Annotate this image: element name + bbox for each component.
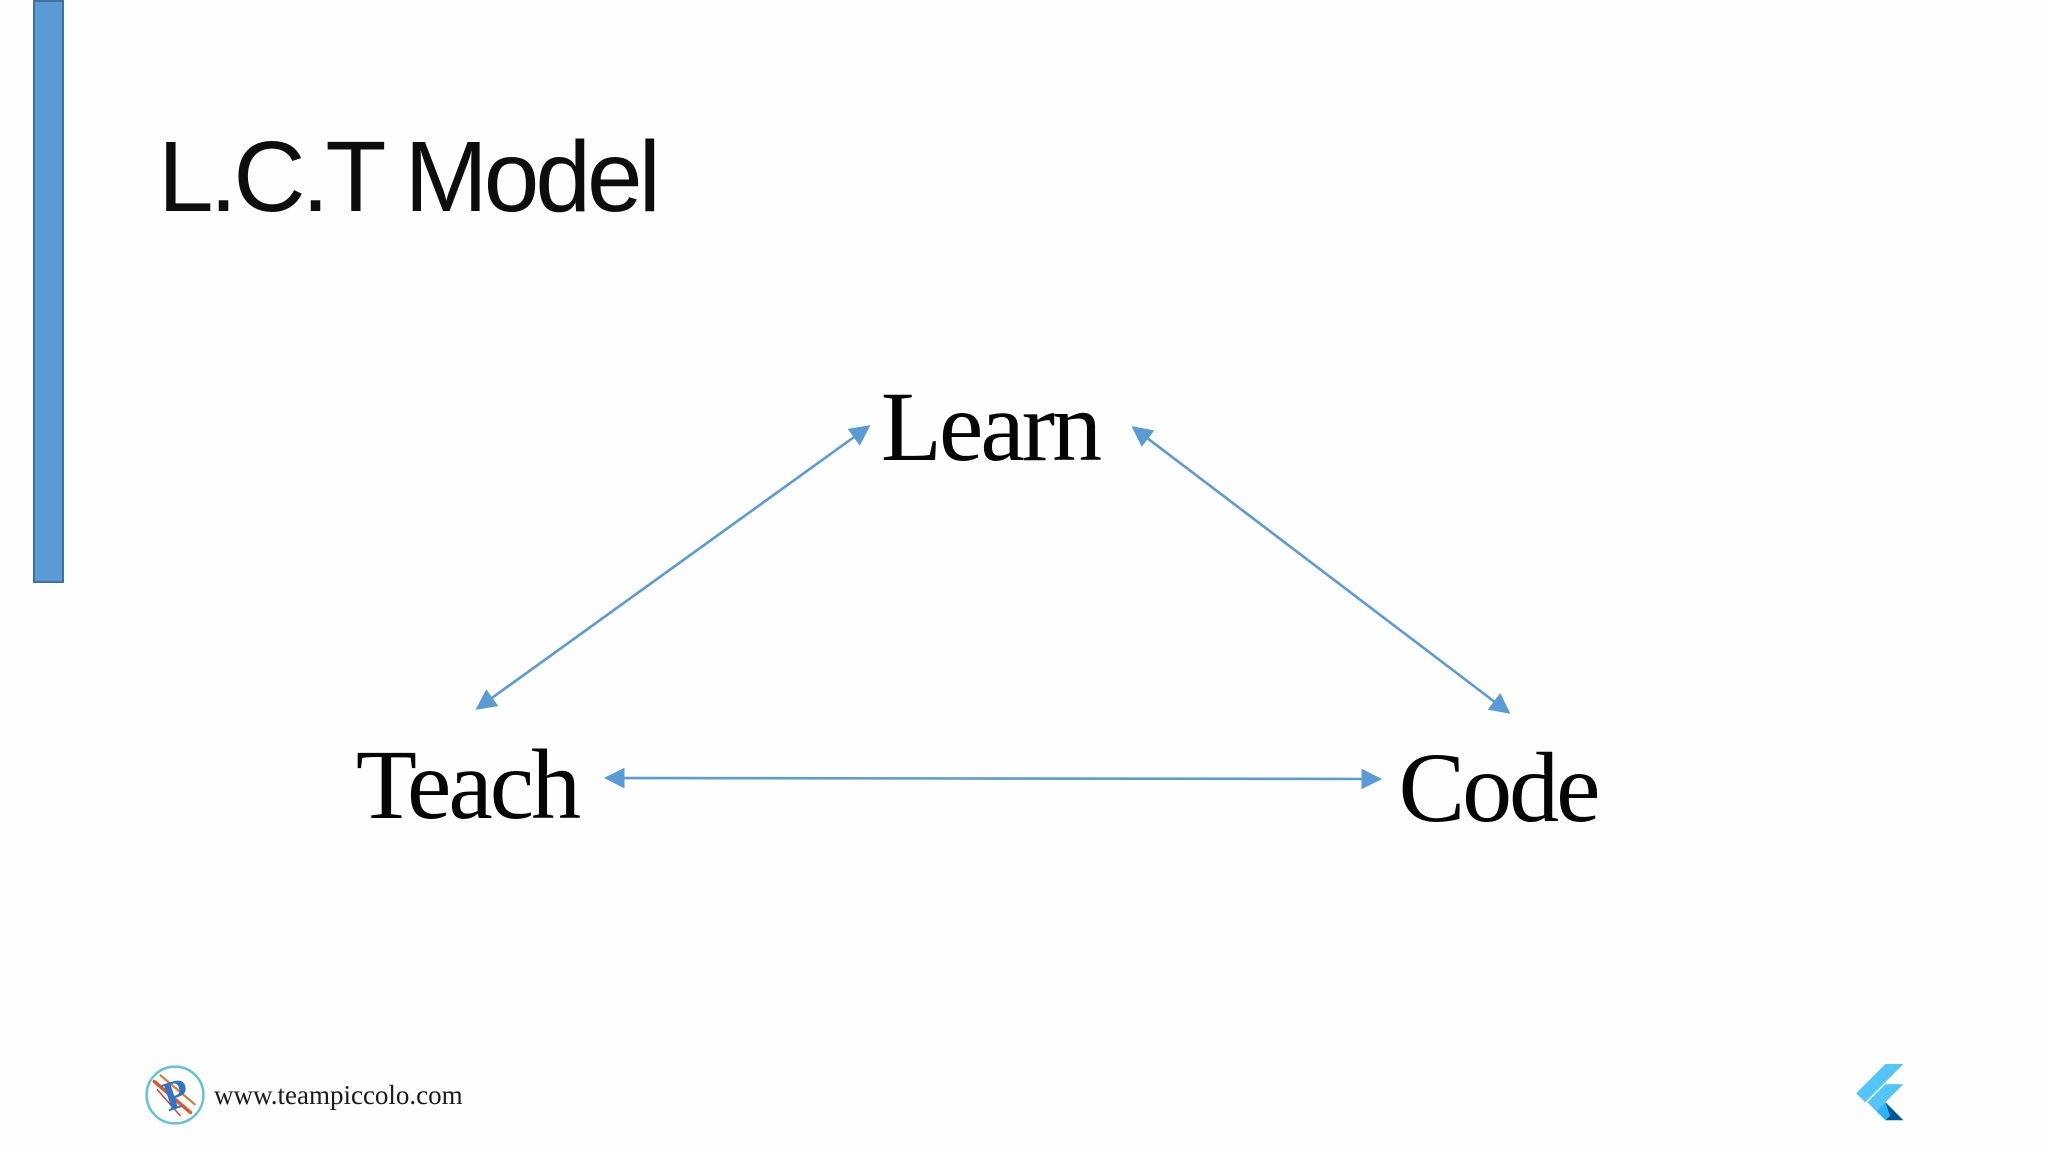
edge-learn-teach-arrow (475, 425, 871, 710)
footer-branding: P www.teampiccolo.com (144, 1064, 463, 1126)
website-url-text: www.teampiccolo.com (214, 1079, 463, 1110)
flutter-logo-icon (1856, 1064, 1904, 1121)
node-teach-label: Teach (355, 729, 581, 840)
edge-teach-code-arrow (603, 767, 1383, 790)
edge-learn-code-arrow (1131, 426, 1511, 714)
page-title: L.C.T Model (158, 121, 661, 233)
node-learn-label: Learn (880, 371, 1102, 482)
accent-bar (33, 0, 64, 583)
node-code-label: Code (1398, 732, 1600, 843)
piccolo-logo-icon: P (145, 1065, 205, 1125)
